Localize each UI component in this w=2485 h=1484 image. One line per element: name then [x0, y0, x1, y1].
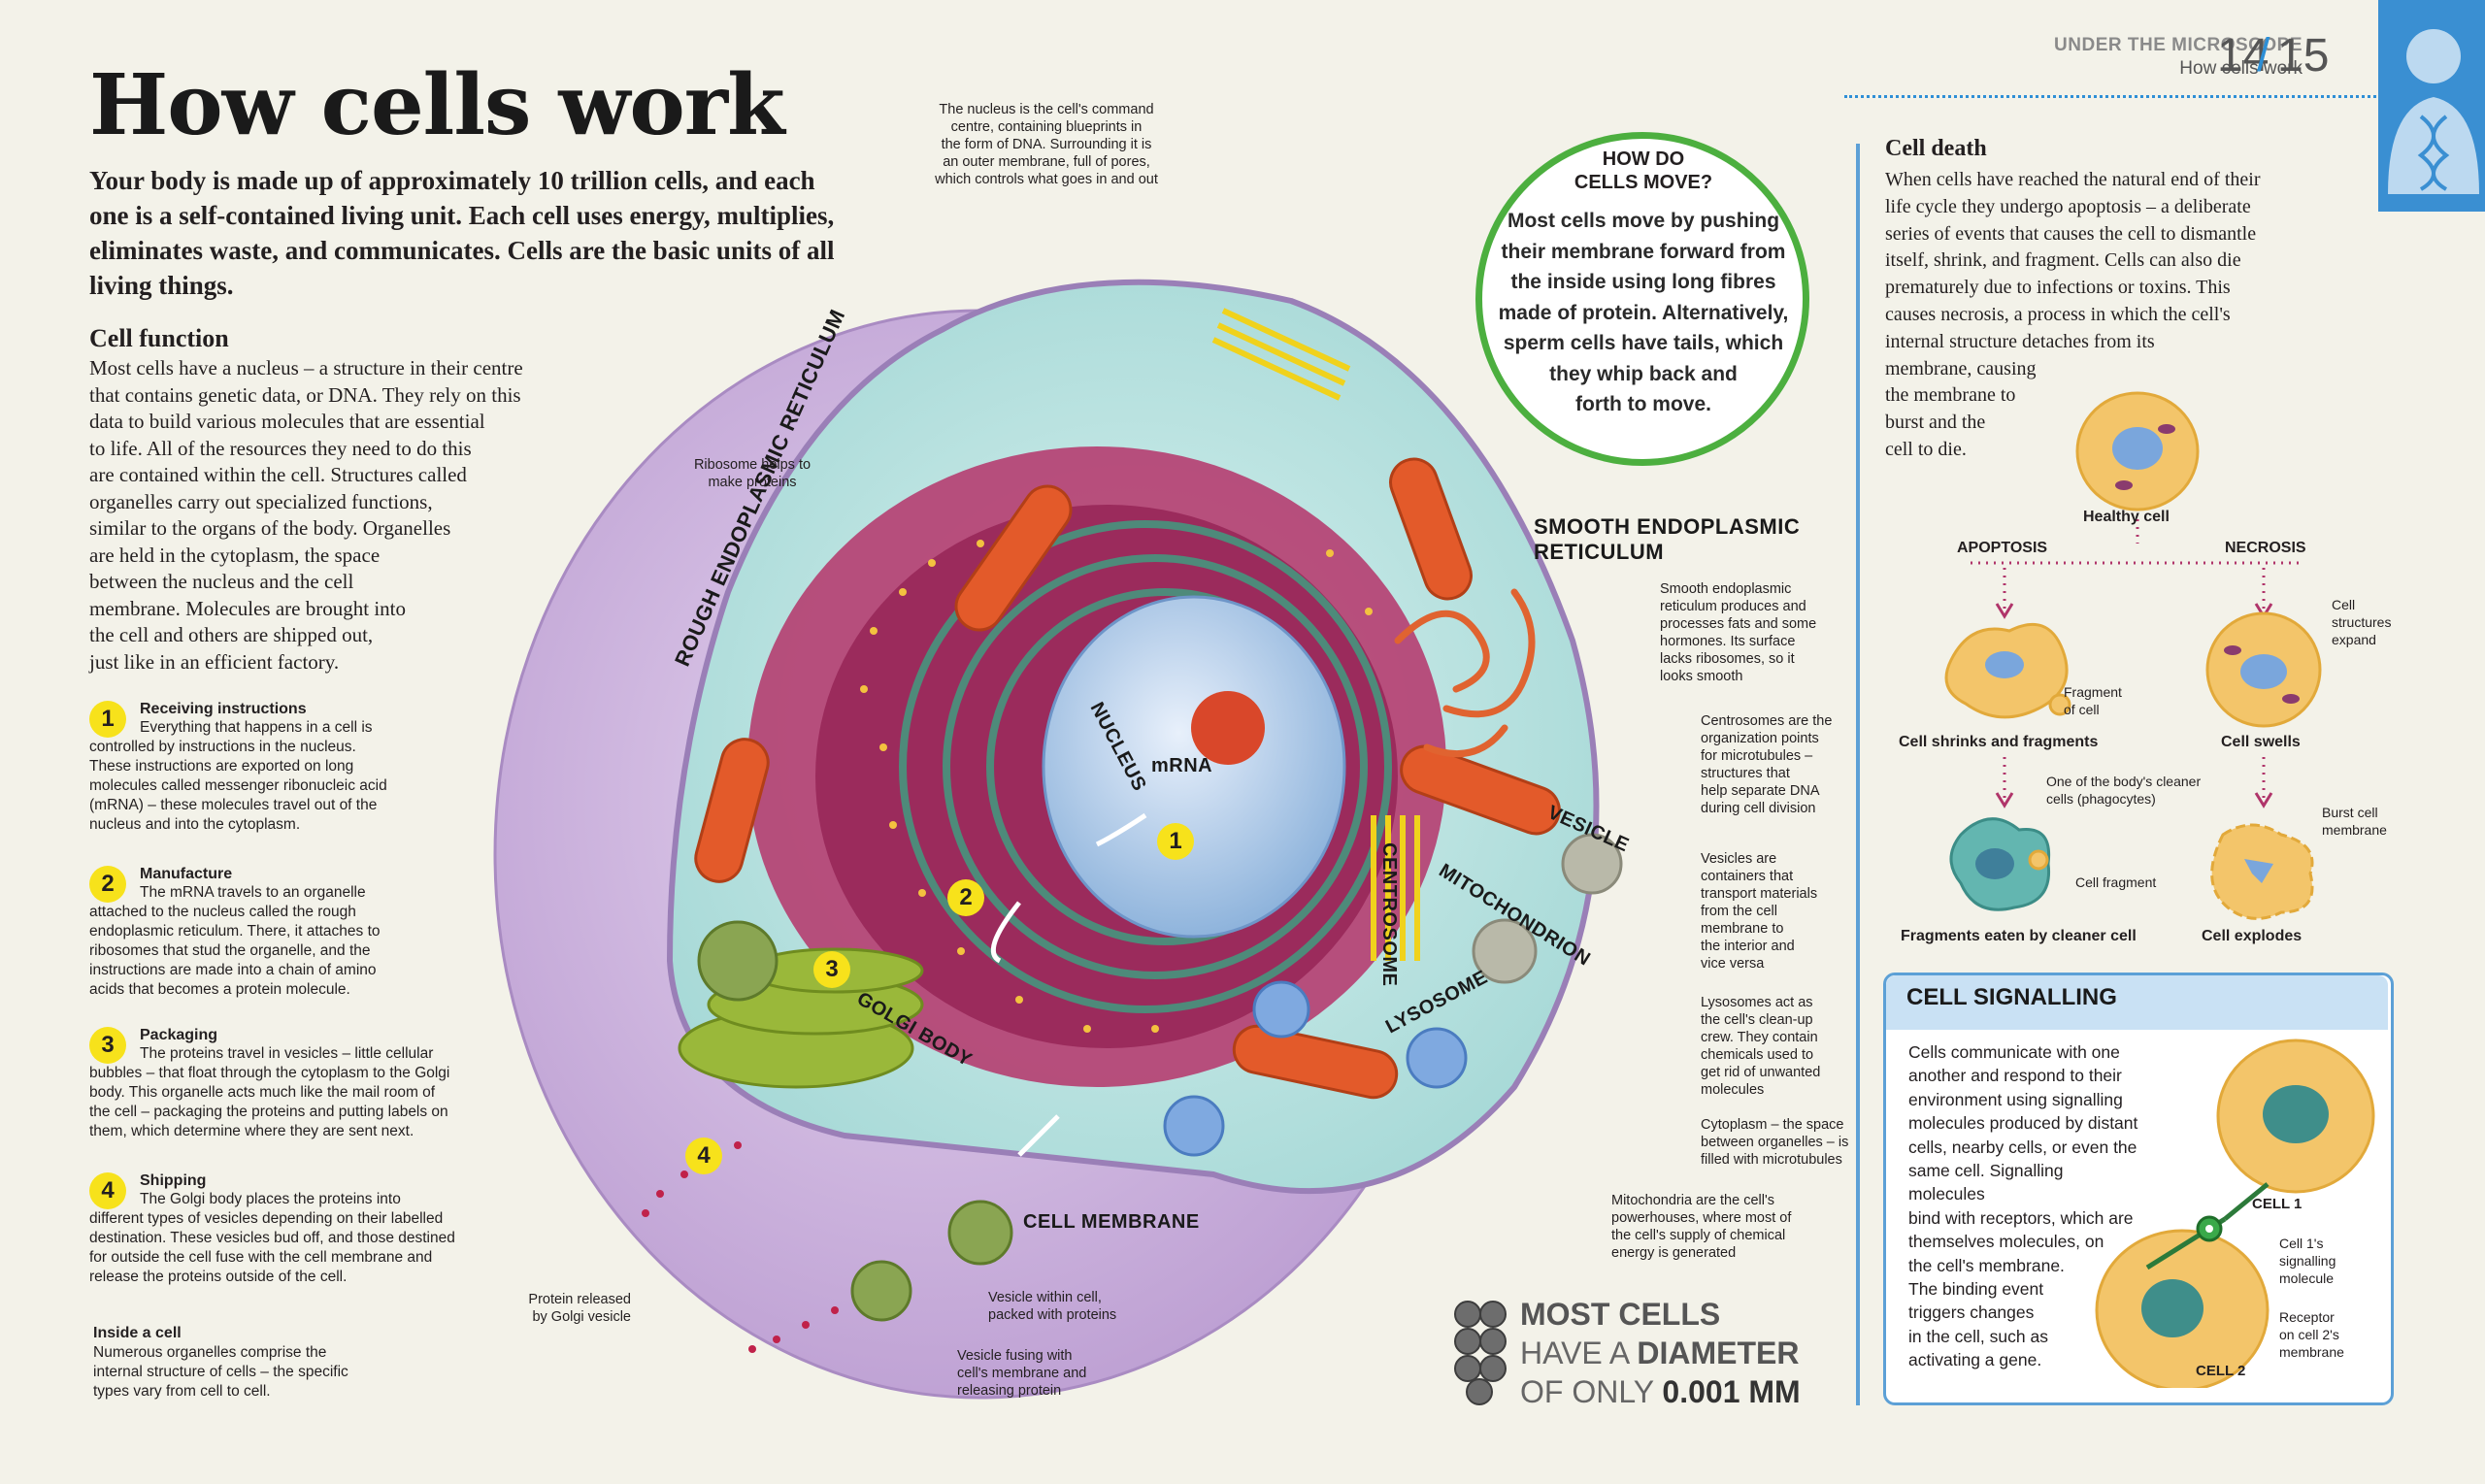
cell-death-heading: Cell death: [1885, 136, 1987, 161]
cell-diagram: [493, 279, 1623, 1400]
cell-cluster-icon: [1454, 1301, 1507, 1405]
how-cells-move-text: HOW DO CELLS MOVE? Most cells move by pu…: [1498, 148, 1789, 415]
cell-signalling-heading: CELL SIGNALLING: [1906, 984, 2117, 1010]
label-cell-shrinks: Cell shrinks and fragments: [1899, 734, 2099, 750]
label-cell-swells: Cell swells: [2221, 734, 2301, 750]
diagram-marker-2: 2: [947, 879, 984, 916]
step-4-shipping: 4 Shipping The Golgi body places the pro…: [89, 1172, 536, 1287]
label-cell-explodes: Cell explodes: [2202, 928, 2303, 944]
mitochondria: [694, 457, 1561, 1100]
label-fragments-eaten: Fragments eaten by cleaner cell: [1901, 928, 2137, 944]
label-mrna: mRNA: [1151, 755, 1213, 776]
step-marker: 3: [89, 1027, 126, 1064]
cell-signalling-header: [1886, 975, 2388, 1030]
inside-a-cell: Inside a cell Numerous organelles compri…: [93, 1325, 348, 1400]
cell-signalling-diagram: [2095, 1039, 2375, 1388]
page-number-right: 15: [2277, 30, 2330, 82]
step-marker: 2: [89, 866, 126, 903]
step-title: Packaging: [140, 1027, 218, 1043]
diagram-marker-3: 3: [813, 951, 850, 988]
lysosome: [1406, 1027, 1468, 1089]
step-title: Receiving instructions: [140, 701, 307, 717]
label-cell-2: CELL 2: [2196, 1363, 2246, 1379]
smooth-er: [1394, 588, 1536, 758]
cell-death-text: When cells have reached the natural end …: [1885, 169, 2261, 460]
dna-person-icon: [2378, 0, 2485, 212]
page-title: How cells work: [89, 56, 785, 154]
label-necrosis: NECROSIS: [2225, 540, 2306, 556]
label-healthy-cell: Healthy cell: [2083, 509, 2170, 525]
centrosome-top: [1211, 308, 1351, 401]
section-subtitle: How cells work: [2179, 58, 2303, 79]
cell-function-text: Most cells have a nucleus – a structure …: [89, 356, 523, 674]
label-cell-membrane: CELL MEMBRANE: [1023, 1211, 1200, 1233]
step-title: Manufacture: [140, 866, 233, 882]
step-title: Shipping: [140, 1172, 207, 1189]
section-kicker: UNDER THE MICROSCOPE: [2054, 35, 2303, 55]
nucleolus: [1191, 691, 1265, 765]
label-cell-fragment: Cell fragment: [2075, 874, 2157, 890]
diagram-marker-4: 4: [685, 1138, 722, 1174]
vesicle: [1561, 833, 1623, 895]
how-cells-move-circle: [1475, 132, 1809, 466]
centrosome: [1371, 815, 1420, 961]
diagram-marker-1: 1: [1157, 823, 1194, 860]
step-2-manufacture: 2 Manufacture The mRNA travels to an org…: [89, 866, 507, 1000]
cell-death-diagram: [1944, 391, 2322, 920]
label-cell-1: CELL 1: [2252, 1196, 2303, 1212]
diameter-callout: MOST CELLS HAVE A DIAMETER OF ONLY 0.001…: [1520, 1297, 1801, 1409]
label-apoptosis: APOPTOSIS: [1957, 540, 2048, 556]
label-centrosome: CENTROSOME: [1378, 842, 1400, 987]
step-1-receiving: 1 Receiving instructions Everything that…: [89, 701, 507, 835]
step-marker: 1: [89, 701, 126, 738]
page-number-left: 14: [2217, 30, 2270, 82]
step-3-packaging: 3 Packaging The proteins travel in vesic…: [89, 1027, 536, 1141]
step-marker: 4: [89, 1172, 126, 1209]
page-number-separator: /: [2257, 30, 2270, 82]
intro-paragraph: Your body is made up of approximately 10…: [89, 166, 835, 300]
annotation-vesicle-within: Vesicle within cell,packed with proteins: [988, 1290, 1117, 1323]
golgi-body: [678, 947, 924, 1089]
nucleus: [1042, 595, 1346, 939]
right-column-rule: [1856, 144, 1860, 1405]
header-dotted-rule: [1844, 95, 2376, 98]
cell-function-heading: Cell function: [89, 324, 229, 352]
